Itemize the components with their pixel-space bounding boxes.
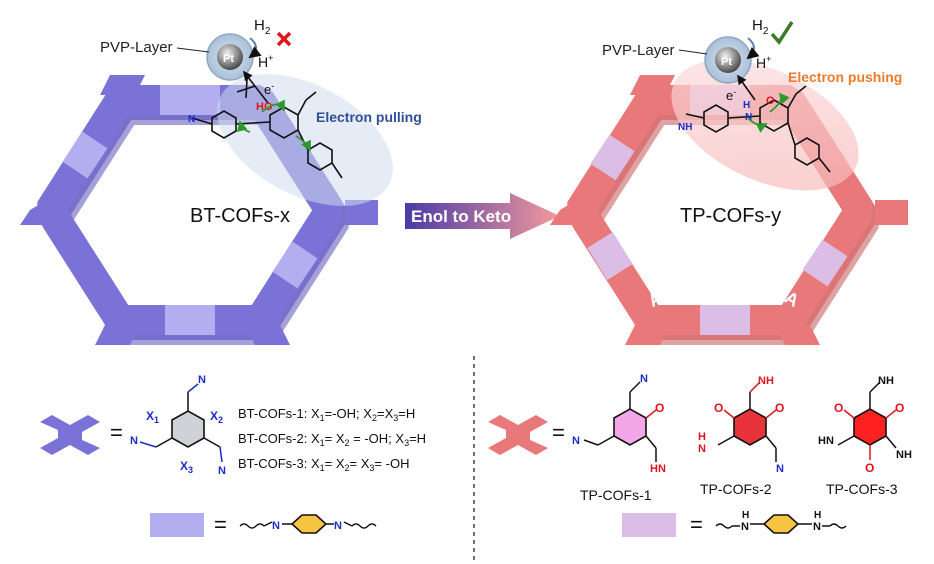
left-pt-label: Pt [223, 53, 234, 65]
right-nh-label: NH [678, 122, 692, 133]
svg-text:N: N [741, 521, 749, 533]
tp-cof-1-structure [583, 381, 657, 462]
right-pt-particle: Pt [704, 36, 752, 84]
svg-text:H2: H2 [254, 17, 271, 37]
bt-linker-swatch [150, 513, 204, 537]
svg-text:O: O [834, 401, 843, 415]
left-e-label: e [264, 82, 271, 97]
right-h-label: H [743, 100, 750, 111]
svg-text:O: O [865, 461, 874, 475]
svg-text:=: = [690, 512, 703, 537]
electron-pushing-label: Electron pushing [788, 69, 902, 85]
right-e-label: e [726, 88, 733, 103]
bt-equals: = [110, 420, 123, 445]
right-o-label: O [766, 95, 775, 107]
svg-text:N: N [198, 374, 206, 386]
svg-text:H: H [742, 510, 749, 521]
svg-text:N: N [813, 521, 821, 533]
bt-node-icon [40, 415, 100, 455]
cross-mark-icon [276, 31, 292, 47]
tp-cof-2-structure [717, 381, 777, 462]
bt-linker-structure [239, 514, 377, 534]
bt-cof-label: BT-COFs-x [190, 205, 290, 227]
tp-molecule [685, 85, 831, 173]
svg-text:O: O [714, 401, 723, 415]
svg-text:N: N [272, 520, 280, 532]
tp-node-icon [488, 415, 548, 455]
tp-linker-structure [715, 514, 847, 534]
svg-text:HN: HN [818, 435, 834, 447]
bt-structure [139, 383, 223, 463]
svg-text:N: N [218, 465, 226, 477]
electron-pulling-label: Electron pulling [316, 109, 422, 125]
svg-text:=: = [552, 420, 565, 445]
svg-text:H+: H+ [756, 54, 771, 71]
left-ho-label: HO [256, 101, 273, 113]
svg-text:X3: X3 [180, 459, 193, 475]
svg-text:H+: H+ [258, 53, 273, 70]
svg-text:N: N [640, 373, 648, 385]
svg-text:O: O [895, 401, 904, 415]
svg-text:e-: e- [726, 87, 736, 103]
svg-text:O: O [775, 401, 784, 415]
svg-text:N: N [334, 520, 342, 532]
tp-linker-swatch [622, 513, 676, 537]
right-pvp-label: PVP-Layer [602, 42, 675, 59]
bt-legend-row-3: BT-COFs-3: X1= X2= X3= -OH [238, 456, 409, 473]
tp-cof-3-label: TP-COFs-3 [826, 481, 898, 497]
tp-cof-3-structure [837, 381, 897, 460]
svg-text:NH: NH [878, 375, 894, 387]
svg-text:NH: NH [758, 375, 774, 387]
svg-text:N: N [698, 443, 706, 455]
svg-text:=: = [214, 512, 227, 537]
svg-text:NH: NH [896, 449, 912, 461]
left-pvp-label: PVP-Layer [100, 39, 173, 56]
left-pt-particle: Pt [206, 33, 254, 81]
svg-text:H: H [814, 510, 821, 521]
svg-text:H: H [698, 431, 706, 443]
enol-to-keto-label: Enol to Keto [411, 207, 511, 226]
svg-text:HN: HN [650, 463, 666, 475]
donor-label: D [720, 289, 733, 309]
left-hplus-label: H [258, 54, 268, 70]
right-h2-label: H [752, 17, 763, 34]
svg-text:N: N [130, 435, 138, 447]
tp-cof-1-label: TP-COFs-1 [580, 487, 652, 503]
check-mark-icon [770, 21, 794, 45]
tp-cof-label: TP-COFs-y [680, 205, 781, 227]
svg-text:H2: H2 [752, 17, 769, 37]
bt-legend-row-1: BT-COFs-1: X1=-OH; X2=X3=H [238, 406, 415, 423]
right-pt-label: Pt [721, 56, 732, 68]
bt-legend-row-2: BT-COFs-2: X1= X2 = -OH; X3=H [238, 431, 426, 448]
left-h2-label: H [254, 17, 265, 34]
enol-to-keto-arrow: Enol to Keto [405, 193, 560, 239]
svg-text:X1: X1 [146, 409, 159, 425]
svg-text:O: O [655, 401, 664, 415]
svg-text:N: N [776, 463, 784, 475]
svg-text:N: N [572, 435, 580, 447]
tp-cof-2-label: TP-COFs-2 [700, 481, 772, 497]
svg-text:e-: e- [264, 81, 274, 97]
right-hplus-label: H [756, 55, 766, 71]
left-n-label: N [188, 114, 195, 125]
svg-text:X2: X2 [210, 409, 223, 425]
